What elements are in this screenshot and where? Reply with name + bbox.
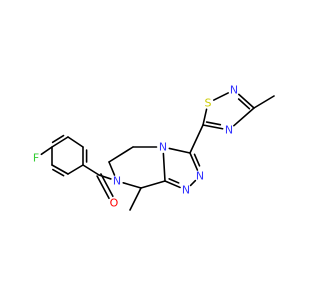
double-bond-line	[96, 175, 110, 200]
double-bond-line	[164, 180, 181, 189]
atom-symbol: N	[225, 124, 233, 137]
single-bond	[253, 95, 275, 109]
atom-symbol: N	[159, 141, 167, 154]
double-bond-line	[202, 124, 224, 130]
double-bond-line	[51, 164, 69, 175]
atom-n1: N	[180, 184, 192, 197]
atom-symbol: F	[33, 152, 39, 165]
atom-symbol: O	[110, 197, 119, 210]
atom-label-background	[228, 84, 240, 96]
single-bond	[129, 187, 142, 211]
double-bond-line	[100, 173, 114, 198]
atom-ntd: N	[228, 84, 240, 97]
single-bond	[98, 174, 112, 180]
double-bond-inner-line	[193, 153, 201, 167]
atom-f: F	[30, 152, 42, 165]
single-bond	[213, 92, 229, 101]
double-bond-inner-line	[168, 178, 180, 184]
atom-label-background	[111, 175, 123, 187]
single-bond	[189, 124, 204, 154]
single-bond	[67, 136, 84, 148]
double-bond-inner-line	[205, 121, 222, 126]
double-bond-line	[189, 152, 199, 171]
atom-ntb: N	[223, 124, 235, 137]
atom-n7: N	[111, 175, 123, 188]
atom-label-background	[180, 184, 192, 196]
atom-symbol: N	[113, 175, 121, 188]
single-bond	[189, 179, 197, 187]
atom-symbol: N	[230, 84, 238, 97]
single-bond	[108, 161, 116, 176]
atom-symbol: N	[182, 184, 190, 197]
double-bond-line	[238, 93, 255, 109]
atom-label-background	[157, 141, 169, 153]
double-bond-inner-line	[237, 98, 251, 110]
double-bond-inner-line	[51, 134, 65, 144]
single-bond	[40, 146, 53, 156]
atom-label-background	[194, 170, 206, 182]
double-bond-inner-line	[52, 168, 65, 177]
atom-label-background	[202, 97, 214, 109]
single-bond	[202, 108, 208, 126]
atom-s: S	[202, 97, 214, 110]
single-bond	[82, 164, 100, 176]
atom-symbol: N	[196, 170, 204, 183]
atom-label-background	[223, 124, 235, 136]
atom-label-background	[108, 197, 120, 209]
single-bond	[162, 152, 166, 182]
single-bond	[122, 182, 142, 189]
bond-layer	[40, 92, 275, 211]
single-bond	[67, 164, 84, 175]
single-bond	[233, 107, 255, 127]
atom-label-background	[30, 152, 42, 164]
atom-n2: N	[194, 170, 206, 183]
double-bond-line	[51, 136, 69, 148]
atom-symbol: S	[205, 97, 212, 110]
single-bond	[140, 180, 166, 189]
single-bond	[108, 146, 134, 163]
atom-o: O	[108, 197, 120, 210]
atom-n4: N	[157, 141, 169, 154]
single-bond	[168, 147, 191, 154]
